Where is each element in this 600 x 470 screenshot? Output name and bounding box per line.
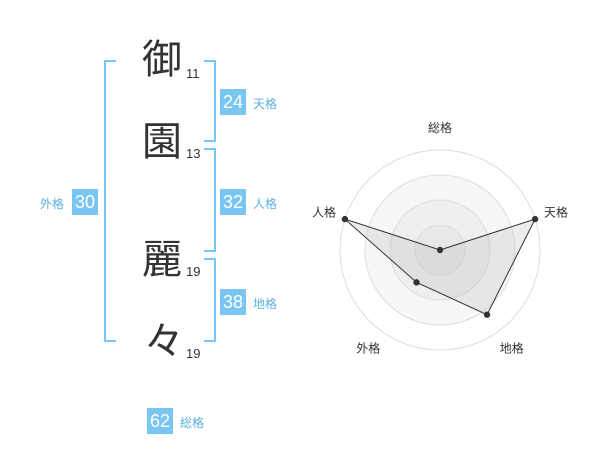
jinkaku-label: 人格 bbox=[253, 197, 278, 211]
stroke-count-2: 13 bbox=[186, 146, 201, 161]
radar-point-2 bbox=[531, 215, 539, 223]
tenkaku-bracket bbox=[204, 60, 216, 142]
tenkaku-score: 24 bbox=[220, 89, 246, 115]
tenkaku-label: 天格 bbox=[253, 97, 278, 111]
jinkaku-score: 32 bbox=[220, 189, 246, 215]
stroke-count-4: 19 bbox=[186, 346, 201, 361]
name-char-3: 麗 bbox=[142, 237, 182, 283]
radar-axis-label-4: 外格 bbox=[356, 341, 380, 356]
soukaku-score: 62 bbox=[147, 408, 173, 434]
radar-series-polygon bbox=[344, 218, 537, 316]
soukaku-label: 総格 bbox=[180, 416, 205, 430]
radar-point-4 bbox=[413, 279, 420, 286]
radar-point-3 bbox=[483, 311, 491, 318]
chikaku-label: 地格 bbox=[253, 297, 278, 311]
stroke-count-3: 19 bbox=[186, 264, 201, 279]
jinkaku-bracket bbox=[204, 148, 216, 252]
name-char-2: 園 bbox=[142, 119, 182, 165]
name-char-4: 々 bbox=[144, 319, 184, 365]
chikaku-score: 38 bbox=[220, 289, 246, 315]
radar-axis-label-3: 地格 bbox=[500, 341, 524, 356]
gaikaku-bracket bbox=[104, 60, 116, 342]
radar-axis-label-1: 総格 bbox=[428, 120, 452, 135]
gaikaku-score: 30 bbox=[72, 189, 98, 215]
radar-point-1 bbox=[436, 246, 444, 254]
radar-axis-label-5: 人格 bbox=[312, 204, 336, 219]
name-char-1: 御 bbox=[142, 37, 182, 83]
chikaku-bracket bbox=[204, 258, 216, 342]
stroke-count-1: 11 bbox=[186, 66, 200, 81]
radar-axis-label-2: 天格 bbox=[544, 204, 568, 219]
gaikaku-label: 外格 bbox=[40, 197, 65, 211]
radar-point-5 bbox=[341, 215, 349, 223]
